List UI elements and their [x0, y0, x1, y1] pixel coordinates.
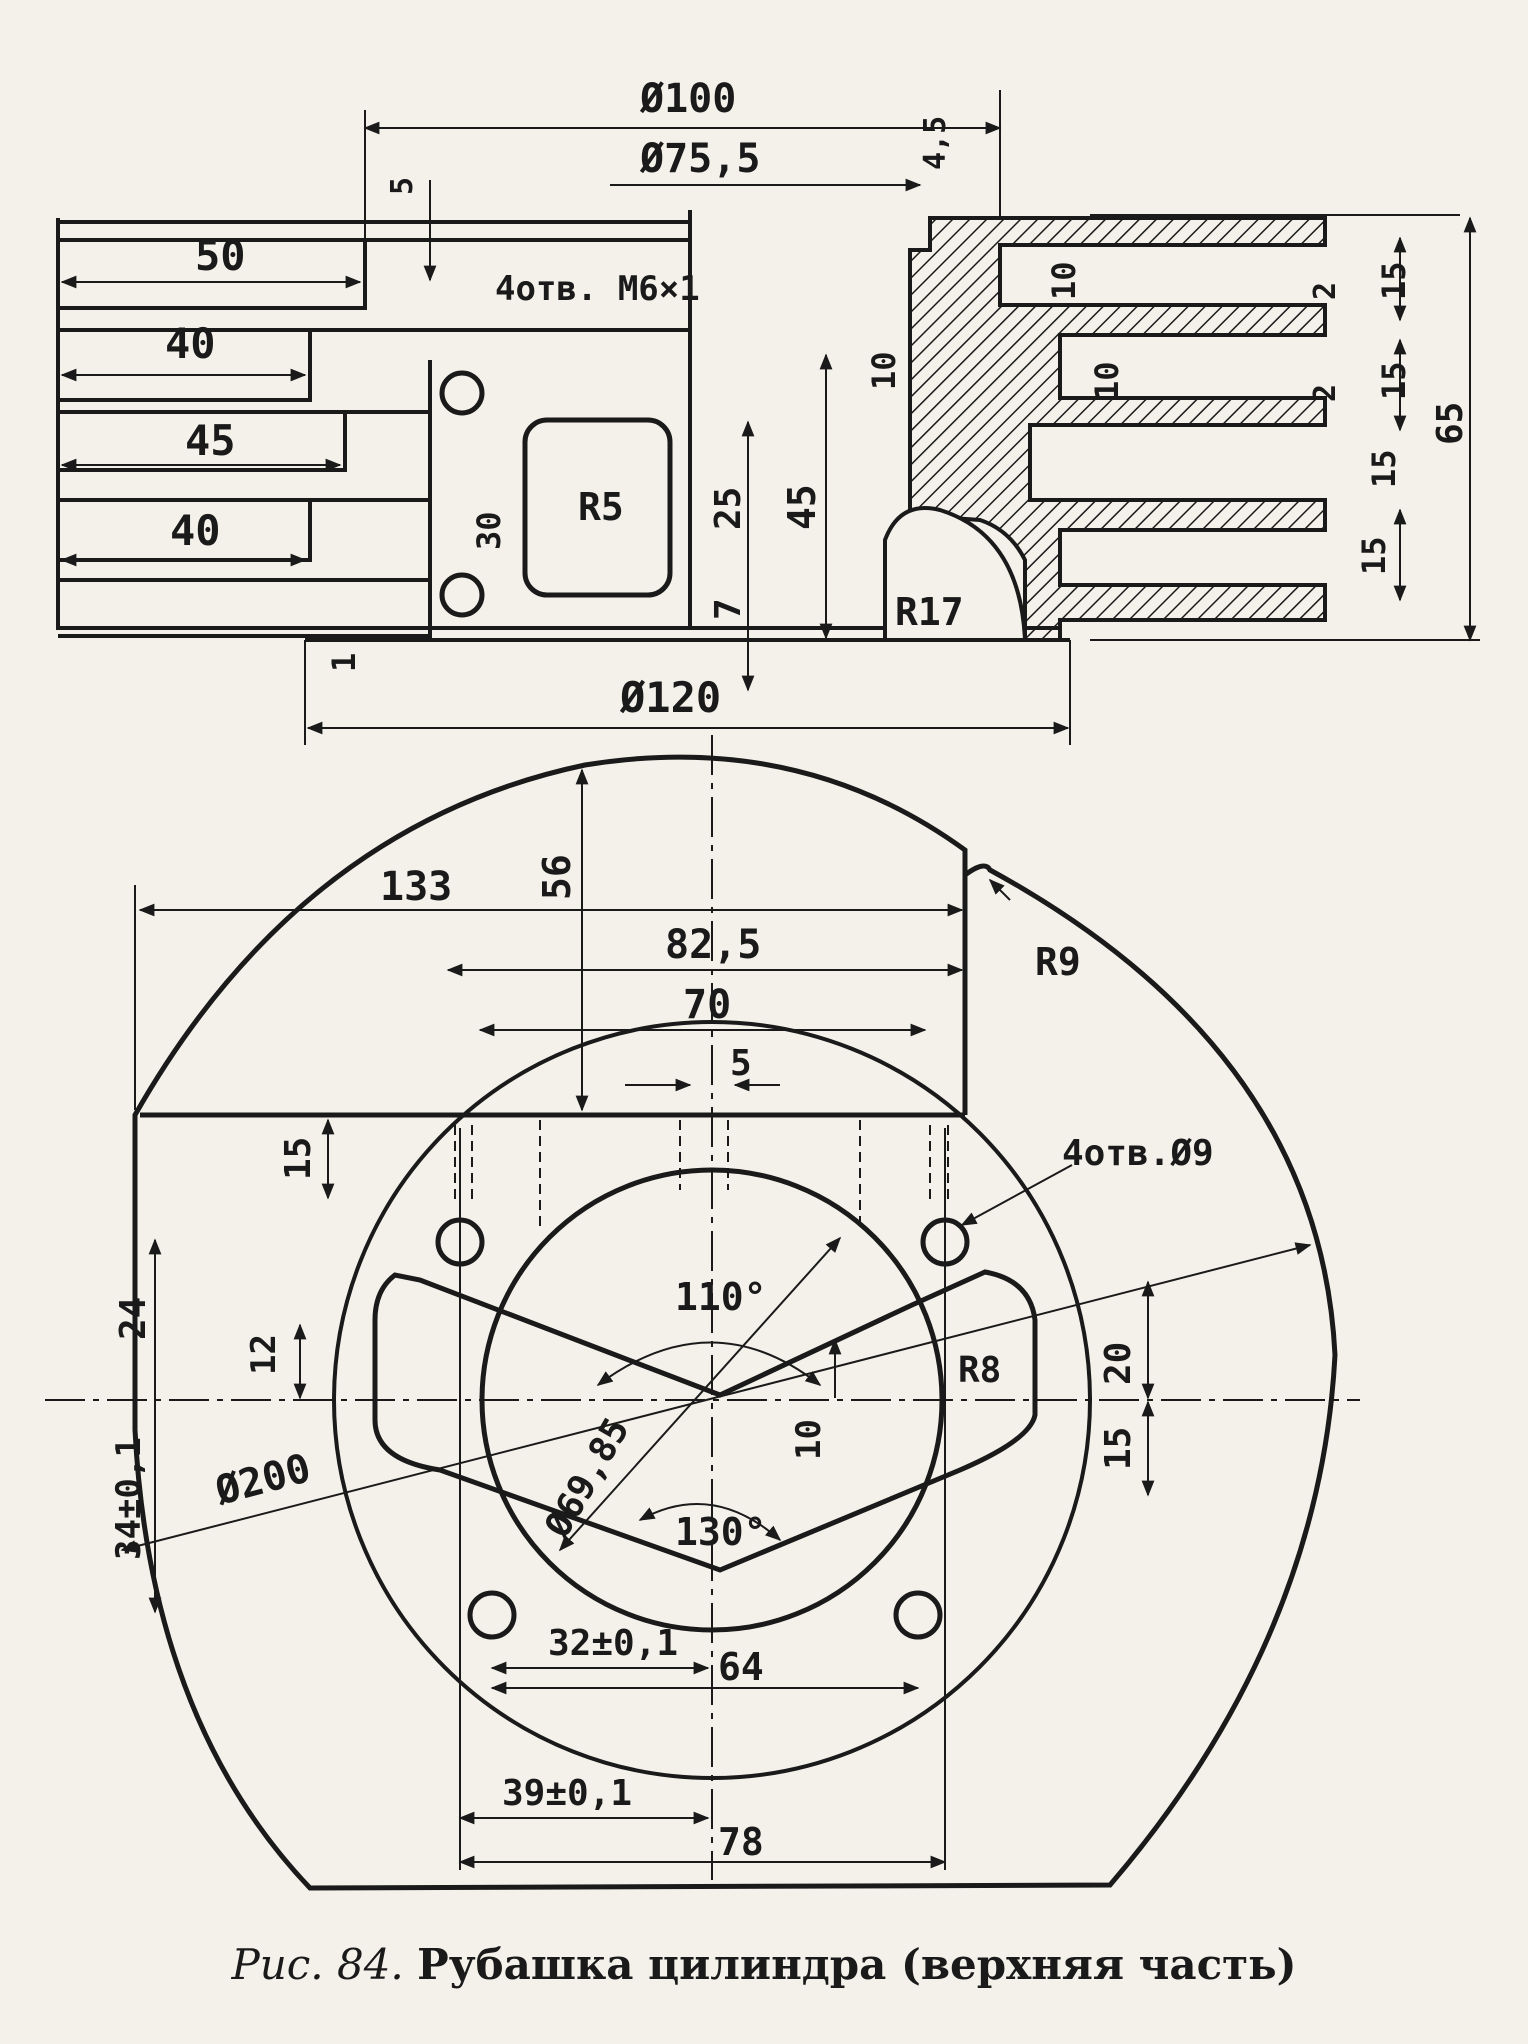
dim-fin-10a: 10	[1045, 261, 1083, 300]
dim-4-5: 4,5	[918, 116, 953, 170]
section-labels: Ø100 Ø75,5 4,5 5 50 40 45 40 4отв. М6×1 …	[165, 76, 1471, 722]
dim-34: 34±0,1	[109, 1437, 149, 1560]
dim-24: 24	[113, 1297, 154, 1340]
section-view	[56, 90, 1480, 745]
dim-d9-holes: 4отв.Ø9	[1062, 1133, 1214, 1174]
caption-title: Рубашка цилиндра (верхняя часть)	[417, 1940, 1297, 1989]
dim-20: 20	[1098, 1342, 1139, 1385]
dim-130-deg: 130°	[675, 1510, 767, 1554]
dim-25: 25	[708, 487, 749, 530]
dim-5: 5	[385, 177, 420, 195]
dim-40-lower: 40	[170, 506, 221, 555]
r5-window	[522, 417, 673, 598]
dim-1: 1	[325, 653, 363, 672]
dim-40-upper: 40	[165, 319, 216, 368]
dim-39: 39±0,1	[502, 1773, 632, 1814]
dim-fin-2b: 2	[1308, 384, 1343, 402]
figure-caption: Рис. 84. Рубашка цилиндра (верхняя часть…	[0, 1940, 1528, 1989]
dim-fin-15b: 15	[1375, 361, 1413, 400]
left-fins	[56, 210, 1060, 638]
dim-30: 30	[470, 511, 508, 550]
dim-45-vertical: 45	[780, 484, 824, 530]
dim-d75-5: Ø75,5	[639, 136, 760, 182]
dim-133: 133	[380, 864, 452, 910]
dim-15-flange: 15	[278, 1137, 319, 1180]
tapped-hole-bottom	[439, 572, 485, 618]
dim-5-slot: 5	[730, 1043, 752, 1084]
dim-10-slot: 10	[789, 1419, 829, 1460]
dim-r5: R5	[578, 485, 624, 529]
dim-50: 50	[195, 231, 246, 280]
plan-labels: 133 56 82,5 70 5 R9 4отв.Ø9 15 24 12 110…	[109, 854, 1214, 1864]
dim-32: 32±0,1	[548, 1623, 678, 1664]
dim-fin-2a: 2	[1308, 282, 1343, 300]
plan-dimension-lines	[120, 768, 1312, 1870]
dim-45: 45	[185, 416, 236, 465]
dim-fin-15d: 15	[1355, 536, 1393, 575]
dim-7: 7	[708, 598, 749, 620]
dim-70: 70	[683, 982, 731, 1028]
bolt-hole-br	[893, 1590, 943, 1640]
bolt-hole-bl	[467, 1590, 517, 1640]
dim-10-surface: 10	[865, 351, 903, 390]
dim-fin-10b: 10	[1088, 361, 1126, 400]
dim-78: 78	[718, 1820, 764, 1864]
dim-15-slot: 15	[1098, 1427, 1139, 1470]
dim-110-deg: 110°	[675, 1275, 767, 1319]
dim-12: 12	[244, 1334, 284, 1375]
dim-r9: R9	[1035, 940, 1081, 984]
dim-82-5: 82,5	[665, 922, 761, 968]
dim-65: 65	[1430, 402, 1471, 445]
hatched-section	[908, 216, 1327, 642]
dim-r17: R17	[895, 590, 964, 634]
dim-56: 56	[535, 854, 579, 900]
dim-d120: Ø120	[619, 673, 721, 722]
dim-m6-holes: 4отв. М6×1	[495, 269, 700, 309]
dim-fin-15a: 15	[1375, 261, 1413, 300]
dim-64: 64	[718, 1645, 764, 1689]
caption-prefix: Рис. 84.	[231, 1940, 404, 1989]
dim-r8: R8	[958, 1350, 1001, 1391]
dim-fin-15c: 15	[1365, 449, 1403, 488]
r17-cavity	[883, 506, 1028, 642]
tapped-hole-top	[439, 370, 485, 416]
section-dimension-lines	[60, 121, 1477, 735]
dim-d100: Ø100	[639, 76, 736, 122]
